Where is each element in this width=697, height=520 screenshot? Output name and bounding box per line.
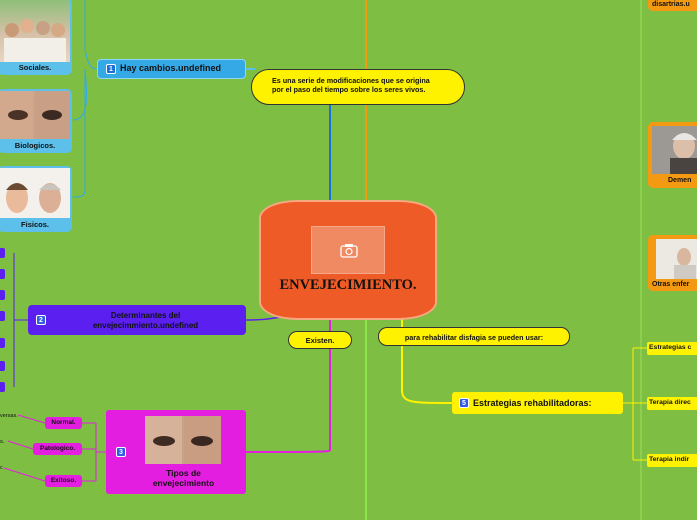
tipo-normal[interactable]: Normal. (45, 417, 82, 429)
existen-node[interactable]: Existen. (288, 331, 352, 349)
estrategia-item[interactable]: Terapia indir (647, 454, 697, 467)
elderly-person-image (656, 239, 697, 279)
definition-text: Es una serie de modificaciones que se or… (272, 76, 430, 94)
estrategias-node[interactable]: 5 Estrategias rehabilitadoras: (452, 392, 623, 414)
faces-image (6, 183, 61, 213)
determinant-stub[interactable] (0, 269, 5, 279)
camera-icon (340, 244, 358, 258)
tipo-exitoso[interactable]: Exitoso. (45, 475, 82, 487)
estrategia-item[interactable]: Terapia direc (647, 397, 697, 410)
determinant-stub[interactable] (0, 311, 5, 321)
rehabilitar-node[interactable]: para rehabilitar disfagia se pueden usar… (378, 327, 570, 346)
estrategia-item-label: Estrategias c (649, 344, 692, 351)
card-otras-caption: Otras enfer (652, 281, 690, 288)
badge-5: 5 (459, 398, 469, 408)
estrategias-label: Estrategias rehabilitadoras: (473, 398, 592, 408)
card-biologicos[interactable]: Biologicos. (0, 89, 72, 153)
hay-cambios-node[interactable]: 1 Hay cambios.undefined (97, 59, 246, 79)
determinantes-line1: Determinantes del (110, 311, 181, 320)
card-biologicos-caption: Biologicos. (14, 141, 56, 150)
tipo-edge-text: versas. (0, 413, 18, 419)
fisicos-photo (0, 168, 70, 218)
tipos-line2: envejecimiento (152, 478, 215, 488)
otras-photo (656, 239, 697, 279)
biologicos-photo (0, 91, 70, 139)
estrategia-item-label: Terapia direc (649, 399, 691, 406)
tipo-edge-text: c (0, 465, 3, 471)
demencia-photo (652, 126, 697, 174)
estrategia-item[interactable]: Estrategias c (647, 342, 697, 355)
card-sociales-caption: Sociales. (18, 63, 52, 72)
existen-label: Existen. (305, 336, 335, 345)
determinantes-line2: envejecimmiento.undefined (92, 321, 199, 330)
badge-3: 3 (116, 447, 126, 457)
tipo-patologico-label: Patologico. (39, 445, 76, 452)
card-demencia-caption: Demen (668, 177, 692, 184)
tipos-line1: Tipos de (166, 468, 201, 478)
determinant-stub[interactable] (0, 290, 5, 300)
central-title: ENVEJECIMIENTO. (279, 277, 417, 293)
tipo-patologico[interactable]: Patologico. (33, 443, 82, 455)
determinant-stub[interactable] (0, 248, 5, 258)
determinant-stub[interactable] (0, 361, 5, 371)
badge-2: 2 (36, 315, 46, 325)
tipo-normal-label: Normal. (51, 419, 76, 426)
card-sociales[interactable]: Sociales. (0, 0, 72, 75)
tipos-photo (145, 416, 221, 464)
sociales-photo (0, 0, 70, 62)
tipo-edge-text: s. (0, 439, 5, 445)
card-fisicos[interactable]: Fisicos. (0, 166, 72, 232)
rehabilitar-label: para rehabilitar disfagia se pueden usar… (404, 333, 544, 342)
definition-node[interactable]: Es una serie de modificaciones que se or… (251, 69, 465, 105)
determinantes-node[interactable]: 2 Determinantes del envejecimmiento.unde… (28, 305, 246, 335)
tipos-node[interactable]: 3 Tipos de envejecimiento (106, 410, 246, 494)
card-otras[interactable]: Otras enfer (648, 235, 697, 291)
hay-cambios-label: Hay cambios.undefined (120, 63, 222, 73)
card-disartrias-caption: disartrias.u (652, 1, 690, 8)
tipos-label: Tipos de envejecimiento (126, 468, 241, 488)
estrategia-item-label: Terapia indir (649, 456, 690, 463)
central-photo-placeholder[interactable] (311, 226, 385, 274)
determinant-stub[interactable] (0, 382, 5, 392)
determinantes-label: Determinantes del envejecimmiento.undefi… (58, 311, 233, 331)
card-demencia[interactable]: Demen (648, 122, 697, 188)
badge-1: 1 (106, 64, 116, 74)
eyes-image (0, 91, 70, 139)
card-disartrias[interactable]: disartrias.u (648, 0, 697, 11)
elderly-woman-image (652, 126, 697, 174)
card-fisicos-caption: Fisicos. (21, 220, 49, 229)
tipo-exitoso-label: Exitoso. (50, 477, 77, 484)
determinant-stub[interactable] (0, 338, 5, 348)
aging-eyes-image (145, 416, 221, 464)
group-people-image (4, 19, 66, 62)
